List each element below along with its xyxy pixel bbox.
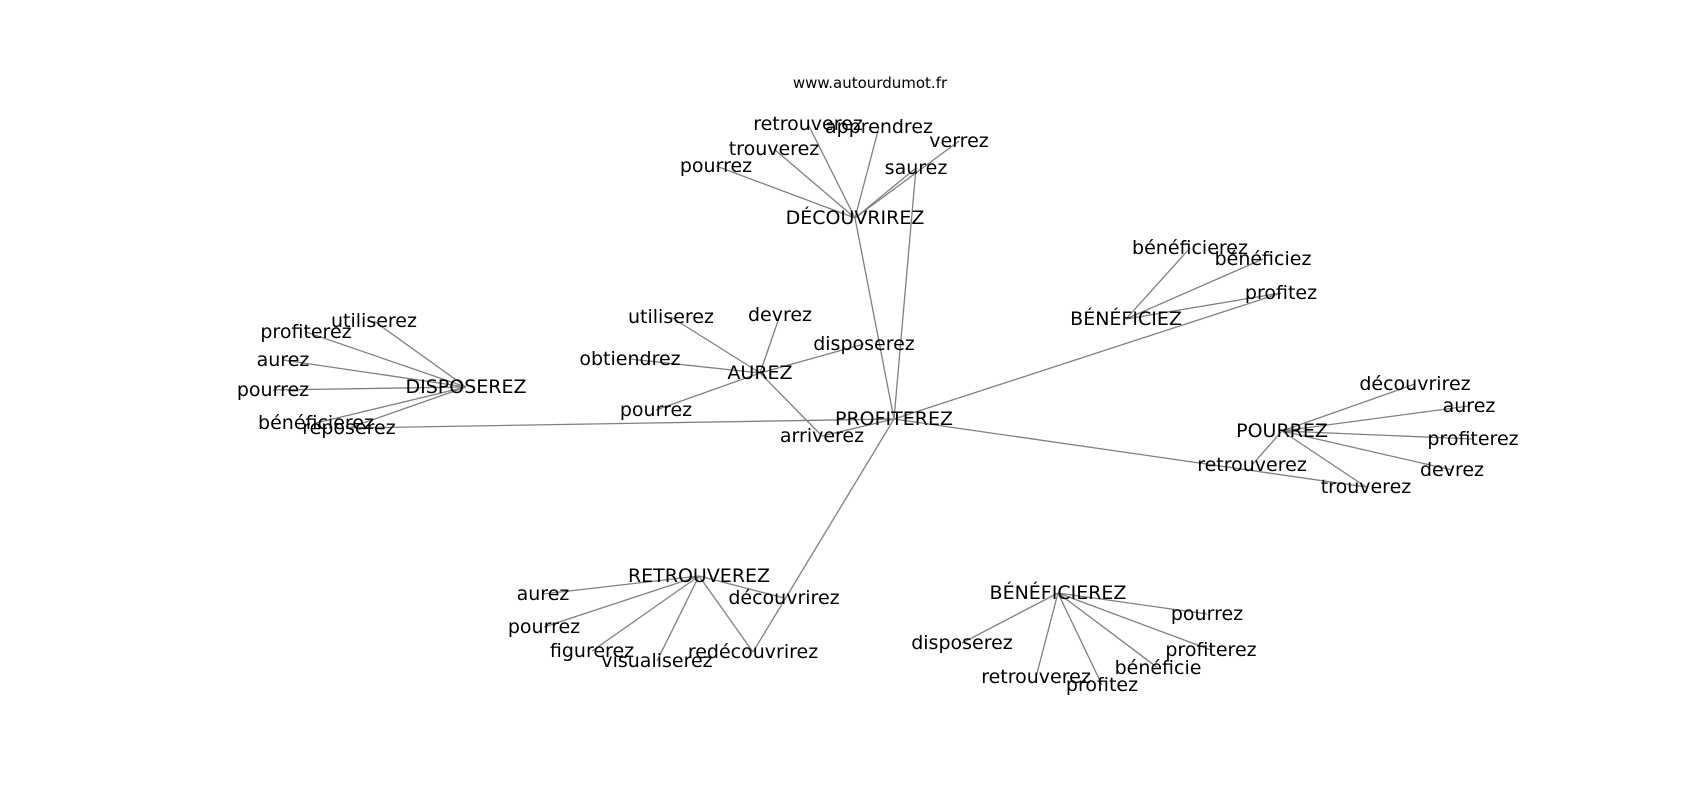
graph-edge [629,358,761,374]
graph-edge [348,386,467,429]
node-label: trouverez [1321,476,1412,498]
graph-edge [854,167,917,219]
graph-edge [893,418,1367,488]
node-label: utiliserez [628,306,714,328]
node-label: aurez [517,583,570,605]
graph-edge [1057,592,1103,686]
node-label: utiliserez [331,310,417,332]
graph-edge [1281,405,1470,432]
node-label: profitez [1245,282,1317,304]
graph-edge [698,575,754,653]
node-label: découvrirez [728,587,839,609]
node-label: devrez [748,304,812,326]
graph-edge [282,359,467,388]
graph-edge [272,386,467,391]
graph-edge [759,372,823,437]
node-label: obtiendrez [579,348,680,370]
node-label: retrouverez [753,113,863,135]
node-label: trouverez [729,138,820,160]
graph-edge [854,126,880,219]
node-label: profiterez [1427,428,1518,450]
graph-edge [715,165,856,219]
graph-edge [1125,258,1264,320]
node-label: pourrez [620,399,692,421]
graph-edge [1281,430,1474,440]
node-label: DISPOSEREZ [406,376,527,398]
node-label: PROFITEREZ [835,408,953,430]
site-url: www.autourdumot.fr [793,74,948,92]
node-label: DÉCOUVRIREZ [786,206,925,229]
graph-edge [759,343,865,374]
graph-edge [698,575,785,599]
node-label: AUREZ [727,362,792,384]
node-label: pourrez [508,616,580,638]
graph-edge [1057,592,1159,669]
node-label: saurez [885,157,948,179]
node-label: arriverez [780,425,864,447]
graph-edge [1035,592,1059,678]
graph-edge [773,148,856,219]
graph-edge [1281,430,1367,488]
graph-edge [542,575,700,595]
node-label: pourrez [680,155,752,177]
node-label: bénéficierez [258,412,374,434]
graph-edge [961,592,1059,644]
graph-edge [305,331,467,388]
node-label: verrez [929,130,988,152]
node-label: reposerez [302,417,395,439]
node-label: BÉNÉFICIEZ [1070,307,1182,330]
node-label: disposerez [813,333,915,355]
graph-edge [1281,383,1416,432]
graph-edge [1251,430,1283,466]
graph-edge [1057,592,1212,651]
node-label: visualiserez [601,650,712,672]
node-label: aurez [1443,395,1496,417]
node-label: redécouvrirez [688,641,818,663]
node-label: disposerez [911,632,1013,654]
node-label: aurez [257,349,310,371]
graph-edge [821,418,895,437]
node-label: BÉNÉFICIEREZ [990,581,1127,604]
graph-edges [272,123,1474,686]
graph-edge [543,575,700,628]
node-label: profiterez [1165,639,1256,661]
node-label: POURREZ [1236,420,1328,442]
node-label: pourrez [237,379,309,401]
node-label: bénéficiez [1215,248,1312,270]
graph-edge [315,386,467,424]
graph-edge [759,314,781,374]
node-label: devrez [1420,459,1484,481]
graph-labels: PROFITEREZDÉCOUVRIREZretrouverezapprendr… [237,113,1519,696]
node-label: profiterez [260,321,351,343]
graph-edge [854,140,960,219]
graph-edge [893,292,1282,420]
node-label: pourrez [1171,603,1243,625]
node-label: retrouverez [981,666,1091,688]
node-label: apprendrez [825,116,933,138]
node-label: bénéficierez [1132,237,1248,259]
node-label: retrouverez [1197,454,1307,476]
graph-edge [655,372,761,411]
graph-edge [1281,430,1453,471]
graph-edge [893,167,917,420]
node-label: découvrirez [1359,373,1470,395]
node-label: profitez [1066,674,1138,696]
graph-edge [752,418,895,653]
graph-edge [1057,592,1208,615]
node-label: figurerez [550,640,634,662]
node-label: bénéficie [1115,657,1202,679]
graph-edge [591,575,700,652]
graph-edge [670,316,761,374]
graph-edge [854,217,895,420]
graph-edge [1125,292,1282,320]
graph-edge [807,123,856,219]
node-label: RETROUVEREZ [628,565,770,587]
graph-edge [348,418,895,429]
graph-edge [656,575,700,662]
graph-edge [373,320,467,388]
graph-edge [1125,247,1191,320]
